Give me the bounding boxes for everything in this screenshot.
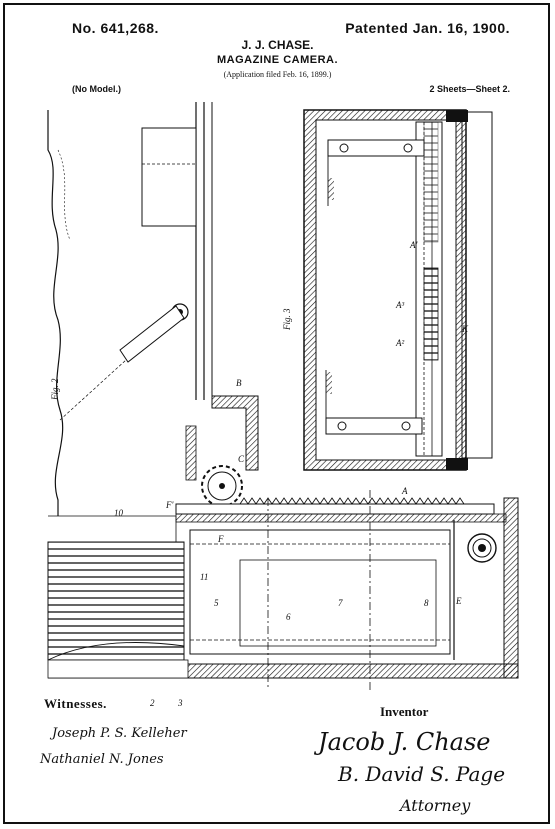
ref-5: 5 [214,598,219,608]
ref-6: 6 [286,612,291,622]
fig2-label: Fig. 2 [50,378,60,401]
ref-A1: A' [409,240,418,250]
figure-2 [47,102,519,690]
witnesses-heading: Witnesses. [44,696,107,711]
ref-A: A [401,486,408,496]
fig3-label: Fig. 3 [282,308,292,331]
application-date: (Application filed Feb. 16, 1899.) [223,70,332,79]
inventor-name: J. J. CHASE. [241,38,314,52]
witness-signature-1: Joseph P. S. Kelleher [52,726,187,741]
attorney-title: Attorney [400,796,471,815]
sheet-info: 2 Sheets—Sheet 2. [429,84,510,94]
ref-10: 10 [114,508,124,518]
model-note: (No Model.) [72,84,121,94]
patent-date: Patented Jan. 16, 1900. [345,20,510,36]
ref-K: K [461,324,469,334]
attorney-signature: B. David S. Page [338,762,506,786]
ref-7: 7 [338,598,343,608]
inventor-heading: Inventor [380,704,429,719]
roller-icon [467,533,497,563]
inventor-signature: Jacob J. Chase [318,728,491,756]
ref-A2: A² [395,338,404,348]
ref-F: F [217,534,224,544]
patent-title: MAGAZINE CAMERA. [216,54,339,66]
ref-F1: F' [165,500,174,510]
ref-A3: A³ [395,300,404,310]
patent-number: No. 641,268. [72,20,159,36]
ref-3: 3 [177,698,183,708]
ref-E: E [455,596,462,606]
ref-8: 8 [424,598,429,608]
witness-signature-2: Nathaniel N. Jones [40,752,164,767]
ref-C: C [238,454,245,464]
ref-11: 11 [200,572,208,582]
ref-B: B [236,378,242,388]
ref-2: 2 [150,698,155,708]
figure-3 [303,109,493,471]
gear-icon [201,465,243,507]
